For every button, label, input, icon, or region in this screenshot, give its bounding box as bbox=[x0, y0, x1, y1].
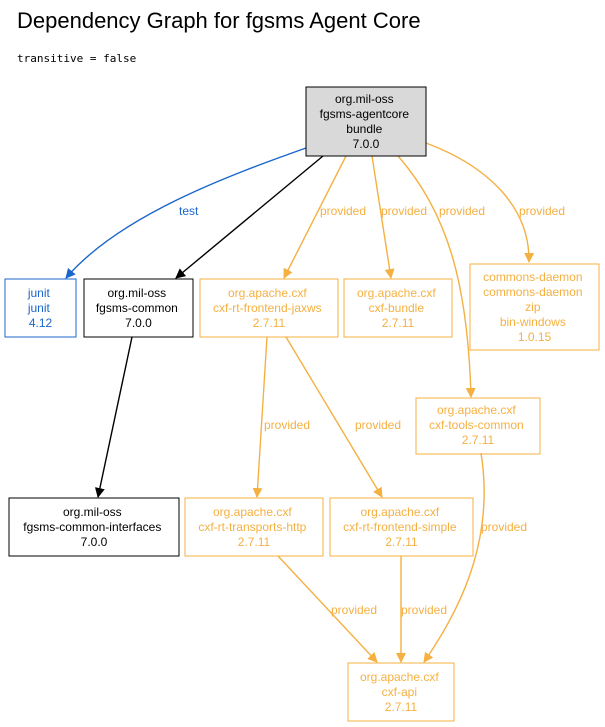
node-cxfbundle-version: 2.7.11 bbox=[382, 316, 415, 330]
edge-label-provided: provided bbox=[401, 603, 447, 617]
node-simple-group: org.apache.cxf bbox=[360, 505, 439, 519]
node-daemon-group: commons-daemon bbox=[483, 270, 582, 284]
node-interfaces-group: org.mil-oss bbox=[63, 505, 122, 519]
node-jaxws-group: org.apache.cxf bbox=[228, 286, 307, 300]
node-api-artifact: cxf-api bbox=[382, 685, 417, 699]
node-simple-artifact: cxf-rt-frontend-simple bbox=[343, 520, 457, 534]
node-daemon-type: zip bbox=[525, 300, 541, 314]
edge-label-provided: provided bbox=[355, 418, 401, 432]
node-interfaces-artifact: fgsms-common-interfaces bbox=[23, 520, 161, 534]
node-common-artifact: fgsms-common bbox=[96, 301, 178, 315]
node-daemon-version: 1.0.15 bbox=[518, 330, 552, 344]
node-root-artifact: fgsms-agentcore bbox=[320, 107, 410, 121]
edge-label-provided: provided bbox=[481, 520, 527, 534]
node-interfaces-version: 7.0.0 bbox=[81, 535, 108, 549]
node-daemon-classifier: bin-windows bbox=[500, 315, 566, 329]
svg-text:junit junit 4.: junit junit 4.12 bbox=[27, 286, 53, 330]
node-cxfbundle-group: org.apache.cxf bbox=[357, 286, 436, 300]
node-http-group: org.apache.cxf bbox=[213, 505, 292, 519]
node-junit-artifact: junit bbox=[27, 301, 51, 315]
node-tools-artifact: cxf-tools-common bbox=[429, 418, 524, 432]
node-simple-version: 2.7.11 bbox=[385, 535, 418, 549]
edge-root-junit bbox=[65, 147, 307, 279]
edge-root-cxfbundle bbox=[371, 155, 395, 279]
node-junit-group: junit bbox=[27, 286, 51, 300]
svg-text:org.apache.cxf cxf-api: org.apache.cxf cxf-api 2.7.11 bbox=[360, 670, 442, 714]
node-cxfbundle-artifact: cxf-bundle bbox=[369, 301, 425, 315]
node-cxf-tools-common: org.apache.cxf cxf-tools-common 2.7.11 bbox=[415, 397, 541, 455]
graph-subtitle: transitive = false bbox=[17, 52, 137, 65]
edge-jaxws-simple bbox=[285, 336, 383, 498]
node-junit: junit junit 4.12 bbox=[4, 278, 77, 338]
edge-common-interfaces bbox=[94, 336, 133, 498]
svg-text:org.apache.cxf cxf-bun: org.apache.cxf cxf-bundle 2.7.11 bbox=[357, 286, 439, 330]
svg-text:org.mil-oss fgsms-comm: org.mil-oss fgsms-common 7.0.0 bbox=[96, 286, 181, 330]
svg-text:org.apache.cxf cxf-rt-: org.apache.cxf cxf-rt-transports-http 2.… bbox=[198, 505, 309, 549]
node-common-group: org.mil-oss bbox=[107, 286, 166, 300]
node-http-version: 2.7.11 bbox=[238, 535, 271, 549]
edge-label-test: test bbox=[179, 204, 199, 218]
node-cxf-bundle: org.apache.cxf cxf-bundle 2.7.11 bbox=[343, 278, 453, 338]
node-root-version: 7.0.0 bbox=[353, 137, 380, 151]
node-tools-version: 2.7.11 bbox=[462, 433, 495, 447]
node-http-artifact: cxf-rt-transports-http bbox=[198, 520, 306, 534]
edge-labels: test provided provided provided provided… bbox=[179, 204, 565, 617]
node-cxf-api: org.apache.cxf cxf-api 2.7.11 bbox=[347, 662, 455, 722]
node-cxf-rt-frontend-jaxws: org.apache.cxf cxf-rt-frontend-jaxws 2.7… bbox=[199, 278, 339, 338]
node-jaxws-version: 2.7.11 bbox=[253, 316, 286, 330]
node-tools-group: org.apache.cxf bbox=[437, 403, 516, 417]
svg-text:org.apache.cxf cxf-too: org.apache.cxf cxf-tools-common 2.7.11 bbox=[429, 403, 527, 447]
node-root: org.mil-oss fgsms-agentcore bundle 7.0.0 bbox=[305, 86, 427, 157]
edge-tools-api bbox=[423, 452, 485, 663]
node-common-version: 7.0.0 bbox=[125, 316, 152, 330]
node-junit-version: 4.12 bbox=[29, 316, 53, 330]
edge-label-provided: provided bbox=[381, 204, 427, 218]
edge-label-provided: provided bbox=[439, 204, 485, 218]
svg-text:commons-daemon commons: commons-daemon commons-daemon zip bin-wi… bbox=[483, 270, 586, 344]
edge-label-provided: provided bbox=[331, 603, 377, 617]
edge-root-daemon bbox=[425, 142, 535, 263]
svg-text:org.apache.cxf cxf-rt-: org.apache.cxf cxf-rt-frontend-jaxws 2.7… bbox=[213, 286, 325, 330]
edge-http-api bbox=[277, 555, 378, 663]
edge-root-jaxws bbox=[283, 155, 347, 279]
svg-text:org.apache.cxf cxf-rt-: org.apache.cxf cxf-rt-frontend-simple 2.… bbox=[343, 505, 460, 549]
node-api-version: 2.7.11 bbox=[385, 700, 418, 714]
node-jaxws-artifact: cxf-rt-frontend-jaxws bbox=[213, 301, 322, 315]
node-root-packaging: bundle bbox=[346, 122, 382, 136]
edge-root-tools bbox=[397, 155, 476, 398]
edge-label-provided: provided bbox=[264, 418, 310, 432]
node-fgsms-common-interfaces: org.mil-oss fgsms-common-interfaces 7.0.… bbox=[8, 497, 180, 557]
svg-text:org.mil-oss fgsms-agen: org.mil-oss fgsms-agentcore bundle 7.0.0 bbox=[320, 92, 413, 151]
edge-jaxws-http bbox=[252, 336, 268, 498]
edge-label-provided: provided bbox=[519, 204, 565, 218]
page-title: Dependency Graph for fgsms Agent Core bbox=[17, 8, 421, 33]
node-daemon-artifact: commons-daemon bbox=[483, 285, 582, 299]
node-cxf-rt-frontend-simple: org.apache.cxf cxf-rt-frontend-simple 2.… bbox=[329, 497, 474, 557]
node-fgsms-common: org.mil-oss fgsms-common 7.0.0 bbox=[83, 278, 194, 338]
node-root-group: org.mil-oss bbox=[335, 92, 394, 106]
node-cxf-rt-transports-http: org.apache.cxf cxf-rt-transports-http 2.… bbox=[184, 497, 324, 557]
edges bbox=[65, 142, 535, 663]
svg-text:org.mil-oss fgsms-comm: org.mil-oss fgsms-common-interfaces 7.0.… bbox=[23, 505, 164, 549]
edge-root-common bbox=[175, 155, 324, 279]
node-commons-daemon: commons-daemon commons-daemon zip bin-wi… bbox=[469, 263, 600, 351]
node-api-group: org.apache.cxf bbox=[360, 670, 439, 684]
edge-label-provided: provided bbox=[320, 204, 366, 218]
